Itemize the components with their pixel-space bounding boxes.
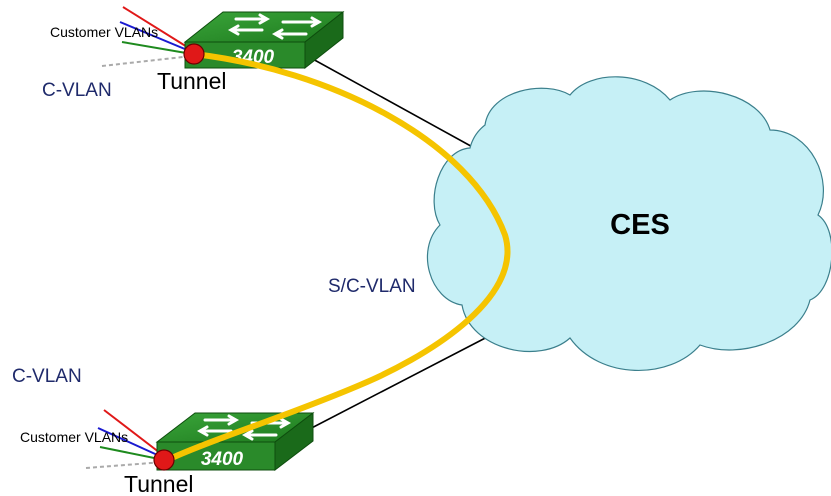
tunnel-path: [162, 51, 511, 464]
ces-cloud: [426, 76, 831, 372]
top-tunnel-endpoint: [183, 43, 205, 65]
bottom-customer-vlan-lines: [85, 409, 165, 469]
bottom-switch-link: [299, 332, 496, 435]
top-c-vlan-label: C-VLAN: [42, 80, 112, 101]
bottom-tunnel-label: Tunnel: [124, 471, 193, 496]
bottom-customer-vlans-label: Customer VLANs: [20, 429, 128, 445]
top-switch: 3400: [183, 10, 345, 70]
top-tunnel-label: Tunnel: [157, 68, 226, 94]
switch-arrows-icon: [227, 13, 323, 40]
top-customer-vlans-label: Customer VLANs: [50, 24, 158, 40]
bottom-c-vlan-label: C-VLAN: [12, 366, 82, 387]
top-switch-link: [299, 51, 479, 151]
bottom-tunnel-endpoint: [153, 449, 175, 471]
top-customer-vlan-lines: [101, 6, 193, 67]
cloud-label: CES: [610, 209, 670, 241]
bottom-switch: 3400: [155, 411, 315, 472]
bottom-switch-model: 3400: [201, 449, 244, 470]
s-c-vlan-label: S/C-VLAN: [328, 276, 416, 297]
